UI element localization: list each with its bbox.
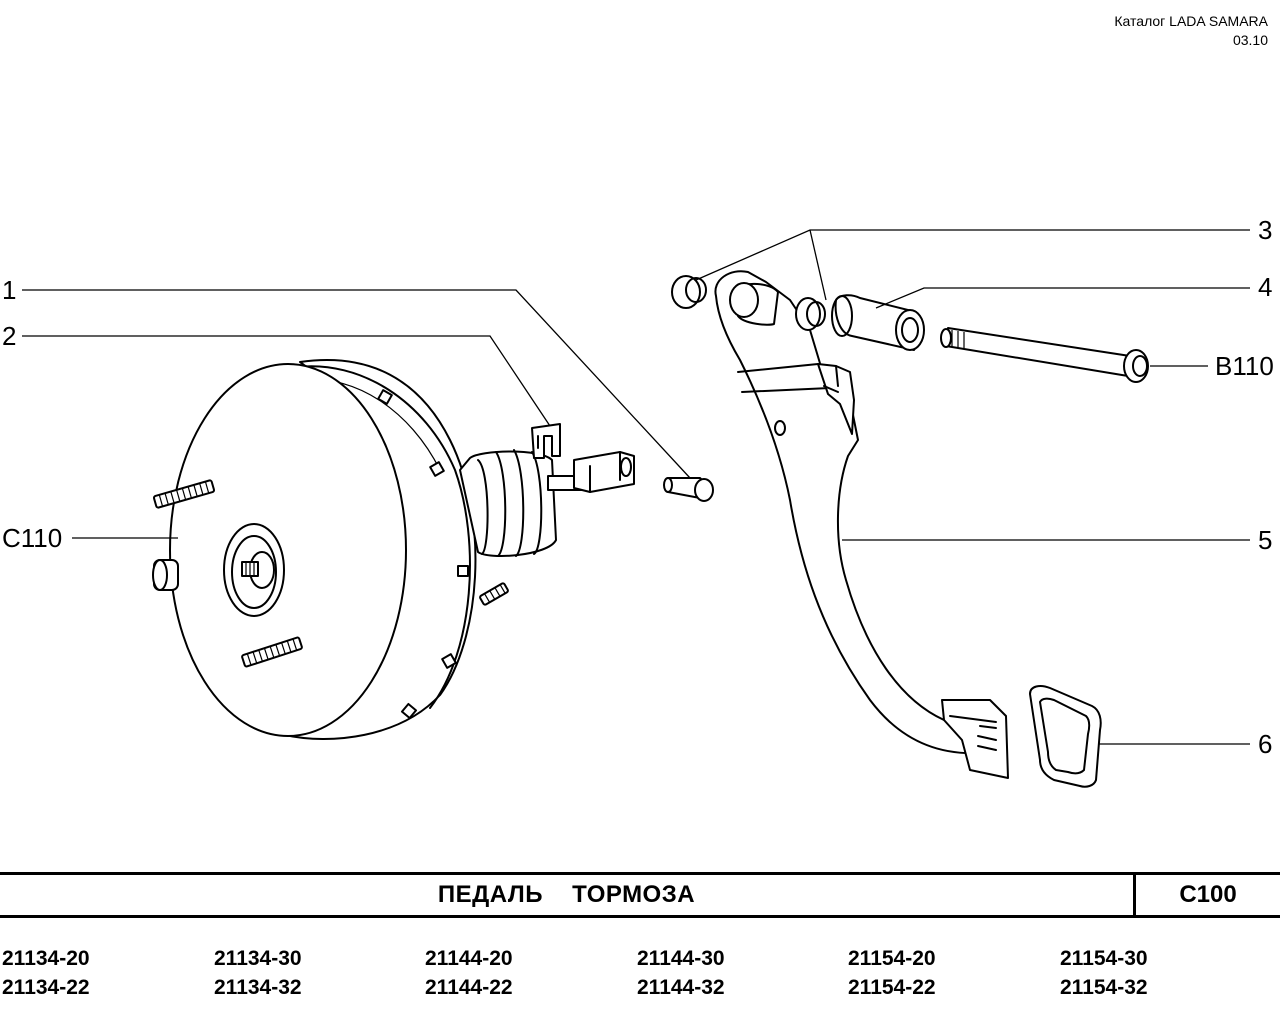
model-code: 21144-20 [425, 947, 513, 970]
model-code: 21134-30 [214, 947, 302, 970]
part-1-pin [663, 477, 714, 502]
model-code: 21144-30 [637, 947, 725, 970]
callout-3: 3 [1258, 215, 1272, 245]
booster-boot [459, 449, 589, 557]
model-code: 21144-22 [425, 976, 513, 999]
callout-1: 1 [2, 275, 16, 305]
model-code: 21134-20 [2, 947, 90, 970]
part-3-bushings [671, 275, 826, 331]
model-column: 21134-20 21134-22 [2, 944, 182, 1002]
model-code: 21144-32 [637, 976, 725, 999]
callout-6: 6 [1258, 729, 1272, 759]
brake-booster [169, 359, 477, 740]
title-divider [1133, 875, 1136, 915]
part-4-sleeve [831, 294, 925, 351]
model-code: 21154-22 [848, 976, 936, 999]
bolt-b110 [940, 327, 1149, 383]
model-code: 21154-32 [1060, 976, 1148, 999]
catalog-date: 03.10 [1232, 32, 1268, 48]
title-bar: ПЕДАЛЬ ТОРМОЗА C100 [0, 872, 1280, 918]
part-5-brake-pedal [714, 270, 991, 755]
model-code: 21154-20 [848, 947, 936, 970]
part-6-pedal-pad [1029, 685, 1102, 788]
model-code: 21134-32 [214, 976, 302, 999]
callout-c110: C110 [2, 523, 62, 553]
catalog-name: Каталог LADA SAMARA [1114, 13, 1268, 29]
model-column: 21144-30 21144-32 [637, 944, 817, 1002]
callout-2: 2 [2, 321, 16, 351]
pedal-pad-base [941, 699, 1009, 779]
section-code: C100 [1179, 881, 1237, 908]
brake-pedal-diagram: 1 2 C110 3 4 B110 5 6 [2, 215, 1274, 788]
callout-4: 4 [1258, 272, 1272, 302]
model-code: 21154-30 [1060, 947, 1148, 970]
model-column: 21154-20 21154-22 [848, 944, 1028, 1002]
booster-studs [152, 479, 509, 668]
callout-5: 5 [1258, 525, 1272, 555]
model-column: 21144-20 21144-22 [425, 944, 605, 1002]
model-column: 21154-30 21154-32 [1060, 944, 1240, 1002]
leader-lines [22, 229, 1250, 745]
model-code: 21134-22 [2, 976, 90, 999]
part-2-clip [531, 423, 561, 459]
catalog-header: Каталог LADA SAMARA 03.10 [1114, 12, 1268, 50]
page-title: ПЕДАЛЬ ТОРМОЗА [437, 881, 696, 908]
clevis-fork [573, 451, 635, 493]
callout-b110: B110 [1215, 351, 1274, 381]
model-column: 21134-30 21134-32 [214, 944, 394, 1002]
